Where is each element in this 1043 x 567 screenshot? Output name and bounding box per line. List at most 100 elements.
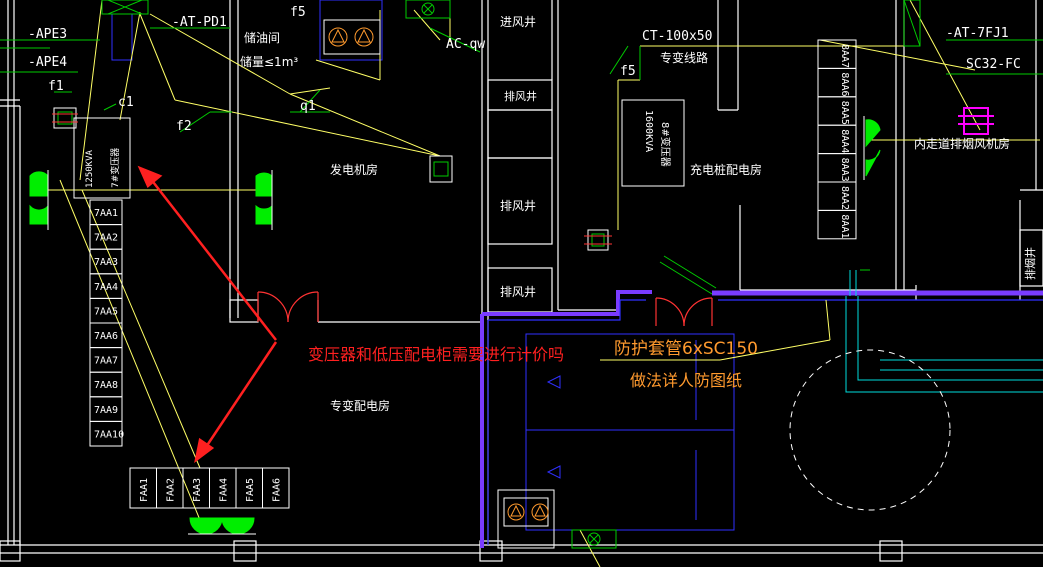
light-fixture-icon xyxy=(865,119,881,148)
light-fixtures xyxy=(29,119,881,535)
label-ape4: -APE4 xyxy=(28,55,67,70)
cabinet-label: 8AA6 xyxy=(839,72,850,96)
light-fixture-icon xyxy=(189,517,223,535)
civil-defense-boundary xyxy=(111,0,1043,548)
label-oil-room: 储油间 xyxy=(244,30,280,45)
cabinet-label: 8AA2 xyxy=(839,186,850,210)
fan-unit-bottom[interactable] xyxy=(497,489,555,549)
smoke-fan-box[interactable] xyxy=(958,107,994,135)
label-right-edge: 排烟井 xyxy=(1023,247,1037,280)
cabinet-group-left: 1250KVA 7#变压器 7AA1 7AA2 7AA3 7AA4 7AA5 7AA6 7A… xyxy=(73,117,131,447)
cabinet-cell[interactable]: 8AA7 xyxy=(817,39,857,69)
cabinet-cell[interactable]: 7AA8 xyxy=(89,371,123,398)
label-smoke-room: 内走道排烟风机房 xyxy=(914,136,1010,151)
cabinet-label: 7AA1 xyxy=(94,208,118,219)
cabinet-label: FAA6 xyxy=(272,478,283,502)
cabinet-cell[interactable]: 7AA9 xyxy=(89,396,123,422)
label-q1: q1 xyxy=(300,99,316,114)
cabinet-label: 7AA5 xyxy=(94,306,118,317)
transformer-kva-vert: 1600KVA xyxy=(643,110,654,152)
cabinet-label: 7AA8 xyxy=(94,380,118,391)
fan-box-gen[interactable] xyxy=(429,155,453,183)
junction-box-bottom[interactable] xyxy=(571,529,617,549)
cabinet-label: FAA1 xyxy=(139,478,150,502)
label-sc32: SC32-FC xyxy=(966,57,1021,72)
protect-pipe-note: 防护套管6xSC150 xyxy=(614,339,758,359)
junction-box-top-left[interactable] xyxy=(101,0,149,15)
cabinets-right-list: 8AA7 8AA6 8AA5 8AA4 8AA3 8AA2 8AA1 xyxy=(817,39,857,240)
label-ct: CT-100x50 xyxy=(642,29,712,44)
cabinet-cell[interactable]: 7AA4 xyxy=(89,273,123,299)
transformer-name-vert: 8#变压器 xyxy=(659,122,672,167)
label-f2: f2 xyxy=(176,119,192,134)
cabinet-label: FAA4 xyxy=(219,478,230,502)
cabinet-label: FAA5 xyxy=(245,478,256,502)
fan-box-f1[interactable] xyxy=(52,107,78,129)
fan-icon xyxy=(507,503,525,521)
fan-unit-oil[interactable] xyxy=(323,19,381,55)
cabinets-bottom-list: FAA1 FAA2 FAA3 FAA4 FAA5 FAA6 xyxy=(129,467,290,509)
label-special-line: 专变线路 xyxy=(660,50,708,65)
cabinet-label: 7AA9 xyxy=(94,405,118,416)
cabinet-cell[interactable]: 8AA3 xyxy=(817,153,857,183)
label-exhaust-1: 排风井 xyxy=(504,89,537,103)
cabinet-cell[interactable]: 8AA2 xyxy=(817,181,857,211)
fan-box-charging[interactable] xyxy=(584,229,612,251)
label-pile-room: 专变配电房 xyxy=(330,398,390,413)
cabinet-label: FAA2 xyxy=(166,478,177,502)
light-fixture-icon xyxy=(255,204,273,225)
label-exhaust-2: 排风井 xyxy=(500,199,536,213)
light-fixture-icon xyxy=(29,204,49,225)
label-vent-in: 进风井 xyxy=(500,15,536,29)
arrow-annotation-icon xyxy=(137,165,278,463)
cabinet-label: 8AA1 xyxy=(839,214,850,238)
labels: -APE3 -APE4 f1 c1 f2 f5 -AT-PD1 q1 AC-qw… xyxy=(28,5,1021,134)
cabinet-label: 8AA5 xyxy=(839,101,850,125)
label-f1: f1 xyxy=(48,79,64,94)
cabinet-cell[interactable]: FAA6 xyxy=(262,467,290,509)
fan-icon xyxy=(354,27,374,47)
fan-icon xyxy=(531,503,549,521)
cabinet-cell[interactable]: 8AA5 xyxy=(817,96,857,126)
cabinet-cell[interactable]: FAA2 xyxy=(156,467,184,509)
transformer-8[interactable]: 1600KVA 1600KVA 8#变压器 xyxy=(621,99,685,187)
tx7-name: 7#变压器 xyxy=(109,148,121,188)
cabinet-cell[interactable]: FAA1 xyxy=(129,467,157,509)
label-charging-room: 充电桩配电房 xyxy=(690,162,762,177)
method-note: 做法详人防图纸 xyxy=(630,371,742,390)
cabinet-cell[interactable]: 8AA4 xyxy=(817,124,857,155)
label-generator-room: 发电机房 xyxy=(330,162,378,177)
cabinet-cell[interactable]: 7AA7 xyxy=(89,347,123,373)
junction-box-top[interactable] xyxy=(405,0,451,19)
light-fixture-icon xyxy=(255,172,273,197)
cabinet-label: 8AA7 xyxy=(839,44,850,68)
cabinet-cell[interactable]: 8AA6 xyxy=(817,67,857,98)
fan-icon xyxy=(328,27,348,47)
annotation-question: 变压器和低压配电柜需要进行计价吗 xyxy=(308,345,564,364)
junction-box-right[interactable] xyxy=(903,0,921,47)
cabinet-cell[interactable]: FAA5 xyxy=(235,467,263,509)
label-at-pd1: -AT-PD1 xyxy=(172,15,227,30)
cabinet-cell[interactable]: 8AA1 xyxy=(817,209,857,240)
label-at-7fj1: -AT-7FJ1 xyxy=(946,26,1009,41)
cabinet-label: 7AA4 xyxy=(94,282,118,293)
cabinet-cell[interactable]: 7AA6 xyxy=(89,322,123,349)
cabinet-cell[interactable]: 7AA10 xyxy=(89,420,124,447)
cabinet-label: 8AA3 xyxy=(839,158,850,182)
cabinet-label: 7AA3 xyxy=(94,257,118,268)
duct-lines xyxy=(845,270,1043,393)
cabinet-label: 8AA4 xyxy=(839,129,850,153)
cabinet-label: 7AA10 xyxy=(94,429,124,440)
light-fixture-icon xyxy=(221,517,255,535)
label-exhaust-3: 排风井 xyxy=(500,285,536,299)
label-f5-mid: f5 xyxy=(620,64,636,79)
label-oil-capacity: 储量≤1m³ xyxy=(240,54,298,69)
tx7-kva: 1250KVA xyxy=(85,149,95,188)
room-labels: 储油间 储量≤1m³ 进风井 排风井 排风井 排风井 专变线路 发电机房 充电桩… xyxy=(240,15,1037,413)
cabinet-label: 7AA2 xyxy=(94,233,118,244)
cabinet-label: 7AA6 xyxy=(94,331,118,342)
cabinet-label: FAA3 xyxy=(192,478,203,502)
cabinet-cell[interactable]: 7AA3 xyxy=(89,248,123,275)
cabinet-cell[interactable]: FAA4 xyxy=(209,467,237,509)
